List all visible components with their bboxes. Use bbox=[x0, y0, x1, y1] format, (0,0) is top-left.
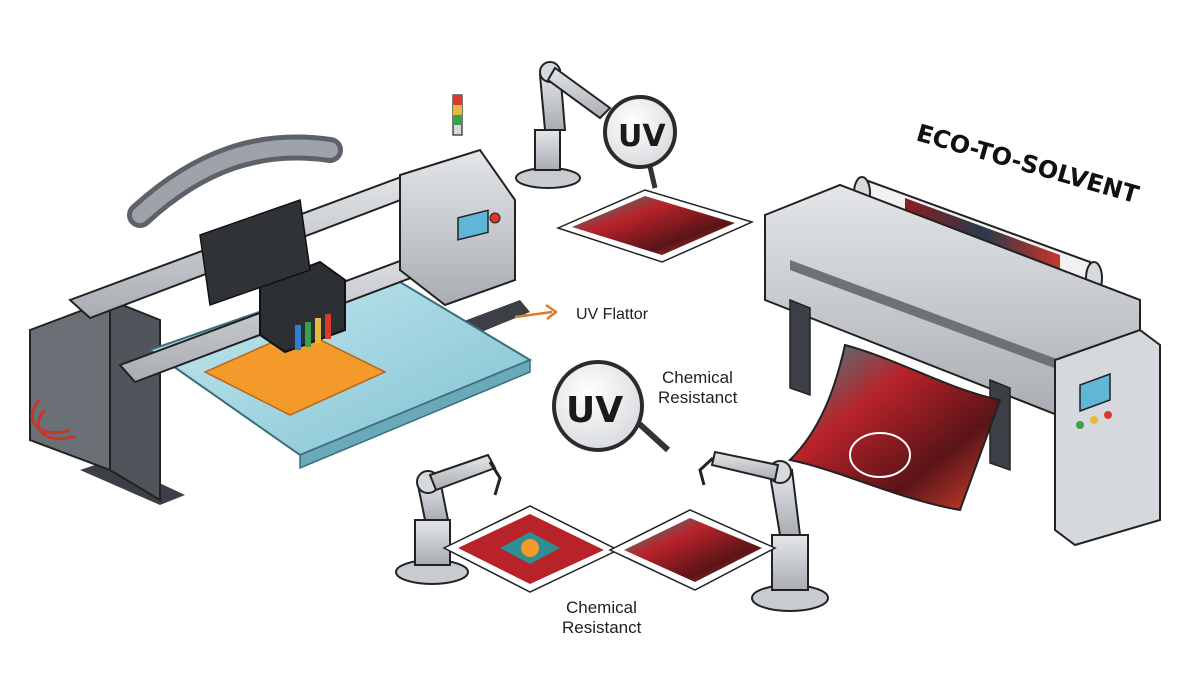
uv-flatbed-label: UV Flattor bbox=[576, 306, 649, 323]
magnifier-handle-icon bbox=[632, 417, 671, 453]
chemical-resistance-bottom: Chemical Resistanct bbox=[562, 598, 642, 637]
uv-flatbed-callout: UV Flattor bbox=[514, 303, 649, 323]
magnifier-icon bbox=[552, 360, 644, 452]
chemical-resistance-top: Chemical Resistanct bbox=[658, 368, 738, 407]
arrow-head-icon bbox=[545, 303, 559, 320]
uv-flatbed-printer bbox=[29, 94, 533, 505]
arrow-right-icon bbox=[514, 310, 553, 319]
bottom-print-right bbox=[608, 509, 777, 591]
magnifier-icon: UV bbox=[603, 95, 677, 189]
lens-top-label: UV bbox=[618, 119, 666, 154]
chemical-top-line1: Chemical bbox=[662, 368, 733, 387]
middle-uv-lens: UV bbox=[552, 360, 671, 453]
bottom-print-left bbox=[442, 505, 620, 593]
eco-solvent-title: ECO-TO-SOLVENT bbox=[913, 119, 1142, 209]
top-robot-station: UV bbox=[515, 61, 755, 263]
chemical-bottom-line2: Resistanct bbox=[562, 618, 642, 637]
lens-middle-label: UV bbox=[566, 390, 623, 431]
chemical-bottom-line1: Chemical bbox=[566, 598, 637, 617]
bottom-robot-right bbox=[698, 450, 829, 612]
chemical-top-line2: Resistanct bbox=[658, 388, 738, 407]
eco-solvent-printer: ECO-TO-SOLVENT bbox=[764, 119, 1161, 547]
bottom-robot-left bbox=[395, 453, 502, 585]
